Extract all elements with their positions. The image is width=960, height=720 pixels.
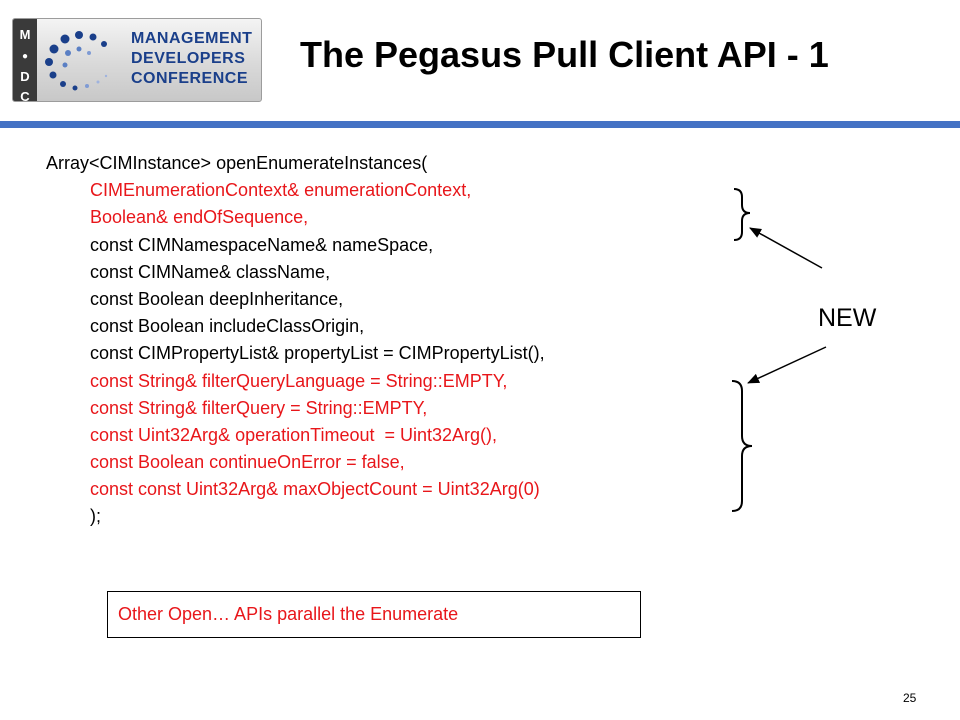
code-line: Boolean& endOfSequence, <box>90 207 309 228</box>
brace-top-icon <box>733 188 751 241</box>
code-line: const Uint32Arg& operationTimeout = Uint… <box>90 424 498 445</box>
logo-dot-ring-icon <box>45 31 108 91</box>
logo-wordmark: MANAGEMENT DEVELOPERS CONFERENCE <box>131 29 252 89</box>
logo-letter-d: D <box>20 69 30 84</box>
code-line: Array<CIMInstance> openEnumerateInstance… <box>46 153 428 173</box>
code-line: const const Uint32Arg& maxObjectCount = … <box>90 479 540 500</box>
code-line: const Boolean continueOnError = false, <box>90 452 405 473</box>
logo-line-1: MANAGEMENT <box>131 30 253 47</box>
arrow-to-bottom-brace-icon <box>747 346 827 384</box>
note-callout: Other Open… APIs parallel the Enumerate <box>107 591 641 638</box>
code-line: const String& filterQuery = String::EMPT… <box>90 397 428 418</box>
brace-bottom-icon <box>731 380 753 512</box>
code-line: const CIMName& className, <box>90 261 331 282</box>
code-line: const String& filterQueryLanguage = Stri… <box>90 370 508 391</box>
new-label: NEW <box>818 304 877 332</box>
code-line: const CIMPropertyList& propertyList = CI… <box>90 343 545 364</box>
logo-letter-band: M ● D C <box>13 19 37 104</box>
code-line: CIMEnumerationContext& enumerationContex… <box>90 180 472 201</box>
logo-dot-icon: ● <box>21 51 29 62</box>
logo-letter-m: M <box>19 27 31 42</box>
page-number: 25 <box>903 691 917 705</box>
code-line: const CIMNamespaceName& nameSpace, <box>90 234 434 255</box>
title-divider <box>0 121 960 128</box>
logo-line-2: DEVELOPERS <box>131 50 246 67</box>
code-line: const Boolean includeClassOrigin, <box>90 316 365 337</box>
code-line: ); <box>90 506 101 527</box>
logo-letter-c: C <box>20 89 30 104</box>
slide-title: The Pegasus Pull Client API - 1 <box>300 34 829 75</box>
code-block: Array<CIMInstance> openEnumerateInstance… <box>46 150 545 531</box>
arrow-to-top-brace-icon <box>749 227 823 269</box>
mdc-logo: M ● D C MANAGEMENT DEVELOPERS CO <box>12 18 262 104</box>
logo-line-3: CONFERENCE <box>131 70 249 87</box>
code-line: const Boolean deepInheritance, <box>90 288 344 309</box>
